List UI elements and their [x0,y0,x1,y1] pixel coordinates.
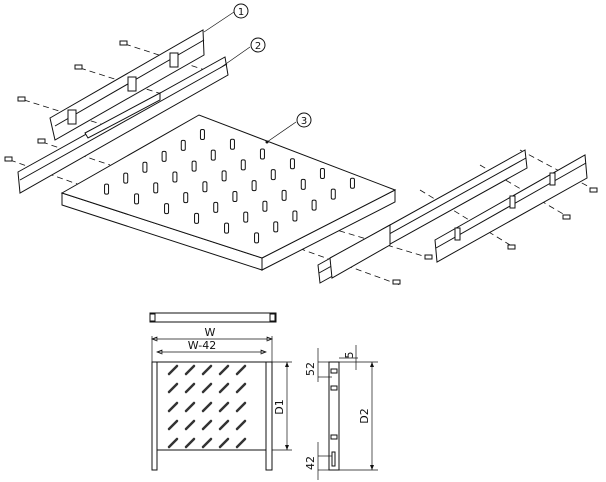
front-view: W W-42 D1 [149,312,292,471]
slot [218,419,230,431]
slot [235,382,247,394]
slot [330,188,336,200]
screw-icon [392,279,401,285]
slot [232,191,238,203]
slot [210,149,216,161]
callout-label: 1 [238,7,244,18]
slot [292,210,298,222]
slot [235,401,247,413]
slot [254,232,260,244]
slot [142,161,148,173]
slot [172,171,178,183]
front-slots [167,364,247,449]
dim-42: 42 [304,456,317,470]
slot [201,382,213,394]
screw-icon [37,138,46,144]
slot [218,437,230,449]
slot [224,222,230,234]
left-leg [151,361,158,471]
slot [184,364,196,376]
dim-52: 52 [304,362,317,376]
slot [184,401,196,413]
rail-2 [17,56,229,194]
slot [201,419,213,431]
slot [167,382,179,394]
rail-rear-bracket [434,154,588,263]
slot [199,129,205,140]
slot [184,437,196,449]
dim-d2: D2 [358,408,371,423]
slot [201,364,213,376]
slot [134,193,140,205]
slot [213,201,219,213]
screw-icon [589,187,598,193]
callout-3: 3 [265,112,312,144]
screw-icon [507,244,516,250]
screw-icon [119,40,128,46]
slot [184,419,196,431]
slot [167,364,179,376]
exploded-view: 1 2 3 [4,3,598,286]
slot [235,364,247,376]
slot [235,419,247,431]
top-rail-profile [149,312,277,323]
slot [235,437,247,449]
rail-1 [49,29,205,141]
slot [218,364,230,376]
slot [202,181,208,193]
slot [104,183,110,195]
slot [311,199,317,211]
callout-label: 2 [255,41,261,52]
slot [319,168,325,179]
slot [201,437,213,449]
screw-icon [4,156,13,162]
slot [161,150,167,162]
slot [262,200,268,212]
screw-icon [74,64,83,70]
slot [164,203,170,215]
callout-label: 3 [301,116,307,127]
slot [281,189,287,201]
dim-w: W [205,326,216,339]
screw-icon [424,254,433,260]
screw-icon [562,214,571,220]
slot [218,382,230,394]
slot [270,169,276,181]
slot [167,419,179,431]
screws [4,40,598,285]
slot [251,180,257,192]
slot [153,182,159,194]
side-view: D2 5 52 42 [304,345,378,480]
slot [243,211,249,223]
slot [167,401,179,413]
dim-5: 5 [343,352,356,359]
slot [349,177,355,189]
shelf-plate [60,114,397,271]
slot [201,401,213,413]
callout-1: 1 [203,3,249,33]
right-leg [265,361,273,471]
slot [194,212,200,224]
slot [273,221,279,233]
rail-rear-slide [317,149,528,284]
dim-d1: D1 [273,399,286,414]
slot [180,139,186,151]
slot [259,148,265,160]
slot [300,178,306,190]
slot [167,437,179,449]
screw-icon [17,96,26,102]
slot [123,172,129,184]
slot [289,158,295,170]
slot [191,160,197,172]
slot [221,170,227,182]
slot [229,138,235,150]
slot [218,401,230,413]
dim-w-42: W-42 [188,339,216,352]
slot [184,382,196,394]
slot [183,192,189,204]
slot [240,159,246,171]
shelf-slots [104,129,355,244]
callout-2: 2 [219,37,266,69]
